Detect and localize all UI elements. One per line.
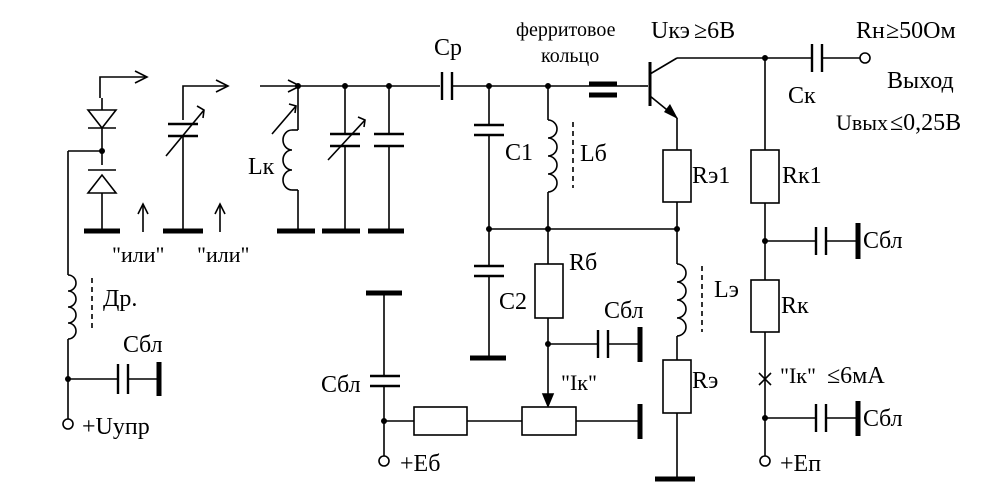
labels: Cр ферритовое кольцо Uкэ ≥6В Rн ≥50Ом Cк… bbox=[82, 18, 961, 477]
label-dr: Др. bbox=[103, 286, 137, 312]
emitter-chain bbox=[655, 149, 703, 482]
input-tank bbox=[260, 79, 440, 234]
label-c2: C2 bbox=[499, 289, 527, 315]
label-cbl-control: Cбл bbox=[123, 332, 163, 358]
label-uvyh: Uвых bbox=[836, 110, 888, 135]
label-uvyh-value: ≤0,25В bbox=[890, 110, 961, 136]
variable-capacitor-option bbox=[137, 79, 230, 234]
label-uke: Uкэ bbox=[651, 18, 690, 44]
varicap-section bbox=[62, 70, 162, 430]
label-ik-base: "Iк" bbox=[561, 370, 597, 395]
label-ili-2: "или" bbox=[197, 242, 250, 267]
label-lb: Lб bbox=[580, 141, 607, 167]
label-ik-collector: "Iк" bbox=[780, 363, 816, 388]
label-rn: Rн bbox=[856, 18, 885, 44]
label-rb: Rб bbox=[569, 250, 597, 276]
label-eb: +Eб bbox=[400, 451, 440, 477]
label-uke-value: ≥6В bbox=[694, 18, 735, 44]
label-lk: Lк bbox=[248, 154, 275, 180]
label-rk1: Rк1 bbox=[782, 163, 822, 189]
label-cbl-collector-top: Cбл bbox=[863, 228, 903, 254]
label-cbl-bias: Cбл bbox=[321, 372, 361, 398]
base-network bbox=[440, 72, 680, 409]
bias-network bbox=[366, 290, 643, 467]
label-ik-value: ≤6мА bbox=[827, 363, 885, 389]
label-cbl-collector-bottom: Cбл bbox=[863, 406, 903, 432]
label-rk: Rк bbox=[781, 293, 809, 319]
label-uupr: +Uупр bbox=[82, 414, 150, 440]
collector-chain bbox=[750, 44, 871, 467]
label-ck-output: Cк bbox=[788, 83, 816, 109]
label-cr: Cр bbox=[434, 35, 462, 61]
label-re: Rэ bbox=[692, 368, 718, 394]
label-ferrite-line2: кольцо bbox=[541, 45, 599, 67]
transistor bbox=[589, 57, 765, 150]
label-ep: +Eп bbox=[780, 451, 821, 477]
label-re1: Rэ1 bbox=[692, 163, 730, 189]
label-rn-value: ≥50Ом bbox=[886, 18, 956, 44]
label-ferrite-line1: ферритовое bbox=[516, 19, 616, 41]
label-c1: C1 bbox=[505, 140, 533, 166]
label-cbl-base: Cбл bbox=[604, 298, 644, 324]
label-ili-1: "или" bbox=[112, 242, 165, 267]
label-output: Выход bbox=[887, 68, 954, 94]
label-le: Lэ bbox=[714, 277, 739, 303]
